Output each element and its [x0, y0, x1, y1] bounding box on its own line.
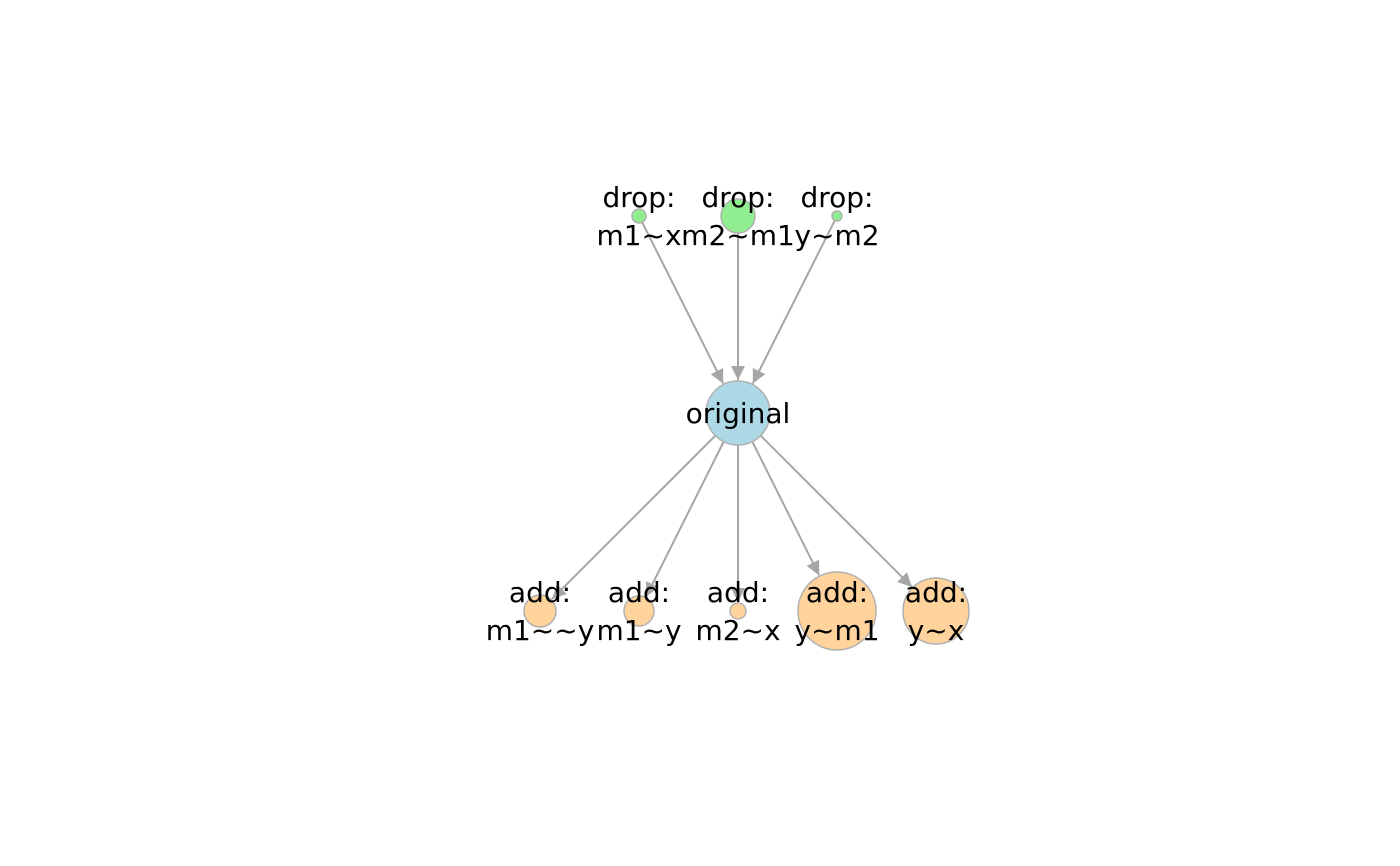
node-label-line: m2~m1 [681, 219, 795, 252]
node-label-line: m1~~y [486, 614, 595, 647]
node-label-line: drop: [701, 181, 774, 214]
node-label-line: add: [608, 576, 670, 609]
edge-original-to-add-m1-y [645, 441, 725, 598]
node-label-add-y-x: add: y~x [905, 576, 967, 647]
node-add-y-x [902, 577, 970, 645]
node-label-drop-m2-m1: drop: m2~m1 [681, 181, 795, 252]
node-label-line: add: [509, 576, 571, 609]
node-label-line: add: [806, 576, 868, 609]
node-label-line: y~x [908, 614, 965, 647]
node-add-m2-x [729, 602, 747, 620]
node-drop-m2-m1 [720, 198, 756, 234]
node-label-original: original [686, 397, 791, 430]
node-add-m1-y-2 [523, 594, 557, 628]
edge-drop-y-m2-to-original [751, 220, 836, 384]
node-label-line: drop: [800, 181, 873, 214]
edge-original-to-add-y-x [759, 434, 913, 588]
node-label-line: m1~y [596, 614, 681, 647]
node-label-drop-y-m2: drop: y~m2 [794, 181, 879, 252]
node-label-line: y~m2 [794, 219, 879, 252]
node-label-add-y-m1: add: y~m1 [794, 576, 879, 647]
nodes-layer [523, 198, 970, 651]
edge-original-to-add-y-m1 [751, 441, 821, 576]
node-label-line: y~m1 [794, 614, 879, 647]
labels-layer: drop:m1~xdrop:m2~m1drop:y~m2originaladd:… [486, 181, 967, 647]
node-label-add-m1-y-2: add: m1~~y [486, 576, 595, 647]
node-add-y-m1 [797, 571, 877, 651]
node-original [705, 380, 771, 446]
node-label-line: drop: [602, 181, 675, 214]
edge-original-to-add-m1-y-2 [551, 434, 717, 600]
node-add-m1-y [623, 595, 655, 627]
node-label-line: m2~x [695, 614, 780, 647]
edges-layer [551, 220, 913, 602]
node-drop-y-m2 [831, 210, 843, 222]
node-label-add-m2-x: add: m2~x [695, 576, 780, 647]
edge-drop-m1-x-to-original [641, 221, 725, 384]
node-label-line: add: [905, 576, 967, 609]
node-drop-m1-x [631, 208, 647, 224]
node-label-drop-m1-x: drop: m1~x [596, 181, 681, 252]
node-label-add-m1-y: add: m1~y [596, 576, 681, 647]
node-label-line: m1~x [596, 219, 681, 252]
node-label-line: add: [707, 576, 769, 609]
node-label-line: original [686, 397, 791, 430]
